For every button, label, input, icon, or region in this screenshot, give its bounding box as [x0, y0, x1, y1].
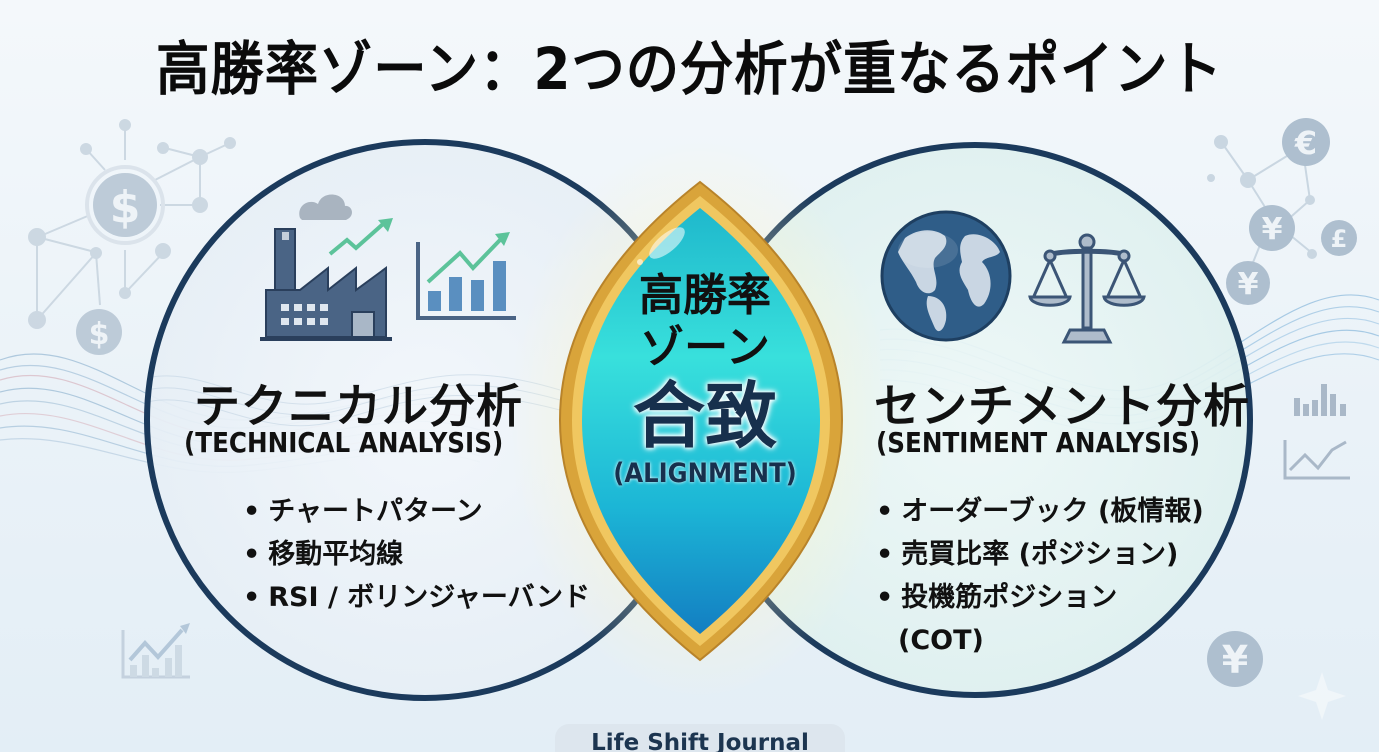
alignment-lens — [582, 208, 820, 634]
list-item: 売買比率 (ポジション) — [876, 533, 1204, 576]
currency-network-left — [28, 119, 236, 355]
bar-chart-icon-right — [1294, 384, 1346, 416]
brand-footer: Life Shift Journal — [555, 724, 845, 752]
zone-line-2: ゾーン — [640, 322, 770, 373]
yen-icon: ¥ — [1222, 638, 1248, 682]
dollar-icon: $ — [89, 317, 110, 352]
zone-main-label: 合致 — [632, 374, 777, 458]
rising-chart-icon — [416, 232, 516, 320]
list-item-continuation: (COT) — [898, 625, 984, 656]
euro-icon: € — [1294, 124, 1317, 162]
alignment-zone-text: 高勝率 ゾーン 合致 (ALIGNMENT) — [560, 270, 850, 489]
technical-list: チャートパターン 移動平均線 RSI / ボリンジャーバンド — [243, 490, 590, 619]
page-title: 高勝率ゾーン：2つの分析が重なるポイント — [156, 35, 1223, 103]
list-item: RSI / ボリンジャーバンド — [243, 576, 590, 619]
technical-heading-en: (TECHNICAL ANALYSIS) — [184, 426, 504, 459]
rising-chart-icon-bottom-left — [121, 623, 190, 679]
line-chart-icon-right — [1283, 440, 1350, 480]
sparkle-icon — [1298, 672, 1346, 720]
zone-line-1: 高勝率 — [639, 270, 771, 321]
pound-icon: £ — [1331, 225, 1348, 253]
globe-icon — [880, 210, 1012, 342]
list-item: チャートパターン — [243, 490, 590, 533]
lens-highlight — [649, 227, 685, 259]
sentiment-list: オーダーブック (板情報) 売買比率 (ポジション) 投機筋ポジション (COT… — [876, 490, 1204, 662]
currency-coins-right — [1207, 118, 1357, 687]
list-item: 投機筋ポジション — [876, 576, 1204, 619]
list-item: オーダーブック (板情報) — [876, 490, 1203, 533]
balance-scale-icon — [1028, 233, 1146, 344]
sentiment-heading: センチメント分析 — [874, 379, 1250, 433]
factory-icon — [260, 194, 393, 341]
yen-icon: ¥ — [1238, 267, 1259, 302]
dollar-icon: $ — [110, 182, 141, 233]
zone-sub-label: (ALIGNMENT) — [613, 458, 797, 489]
list-item: 移動平均線 — [243, 533, 590, 576]
yen-icon: ¥ — [1262, 212, 1283, 247]
technical-heading: テクニカル分析 — [194, 379, 523, 433]
sentiment-heading-en: (SENTIMENT ANALYSIS) — [876, 426, 1201, 459]
